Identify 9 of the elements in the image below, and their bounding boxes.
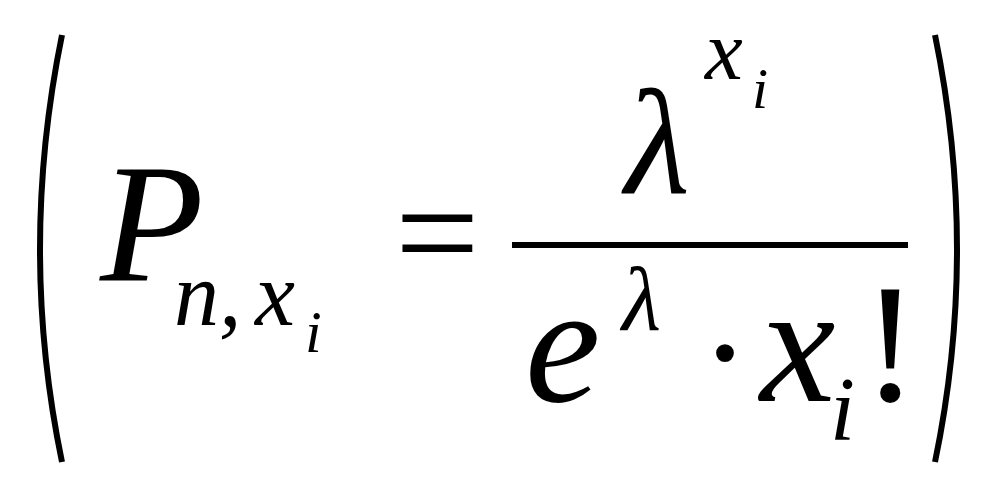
multiplication-dot: · [700,277,750,427]
exponent: x [705,8,743,93]
equals-sign: = [395,157,480,307]
exponent-index: i [752,60,769,118]
subscript: x [255,250,295,340]
exponent: λ [622,255,661,345]
subscript-index: i [305,302,322,362]
variable: e [525,259,601,429]
factorial-sign: ! [862,259,919,429]
